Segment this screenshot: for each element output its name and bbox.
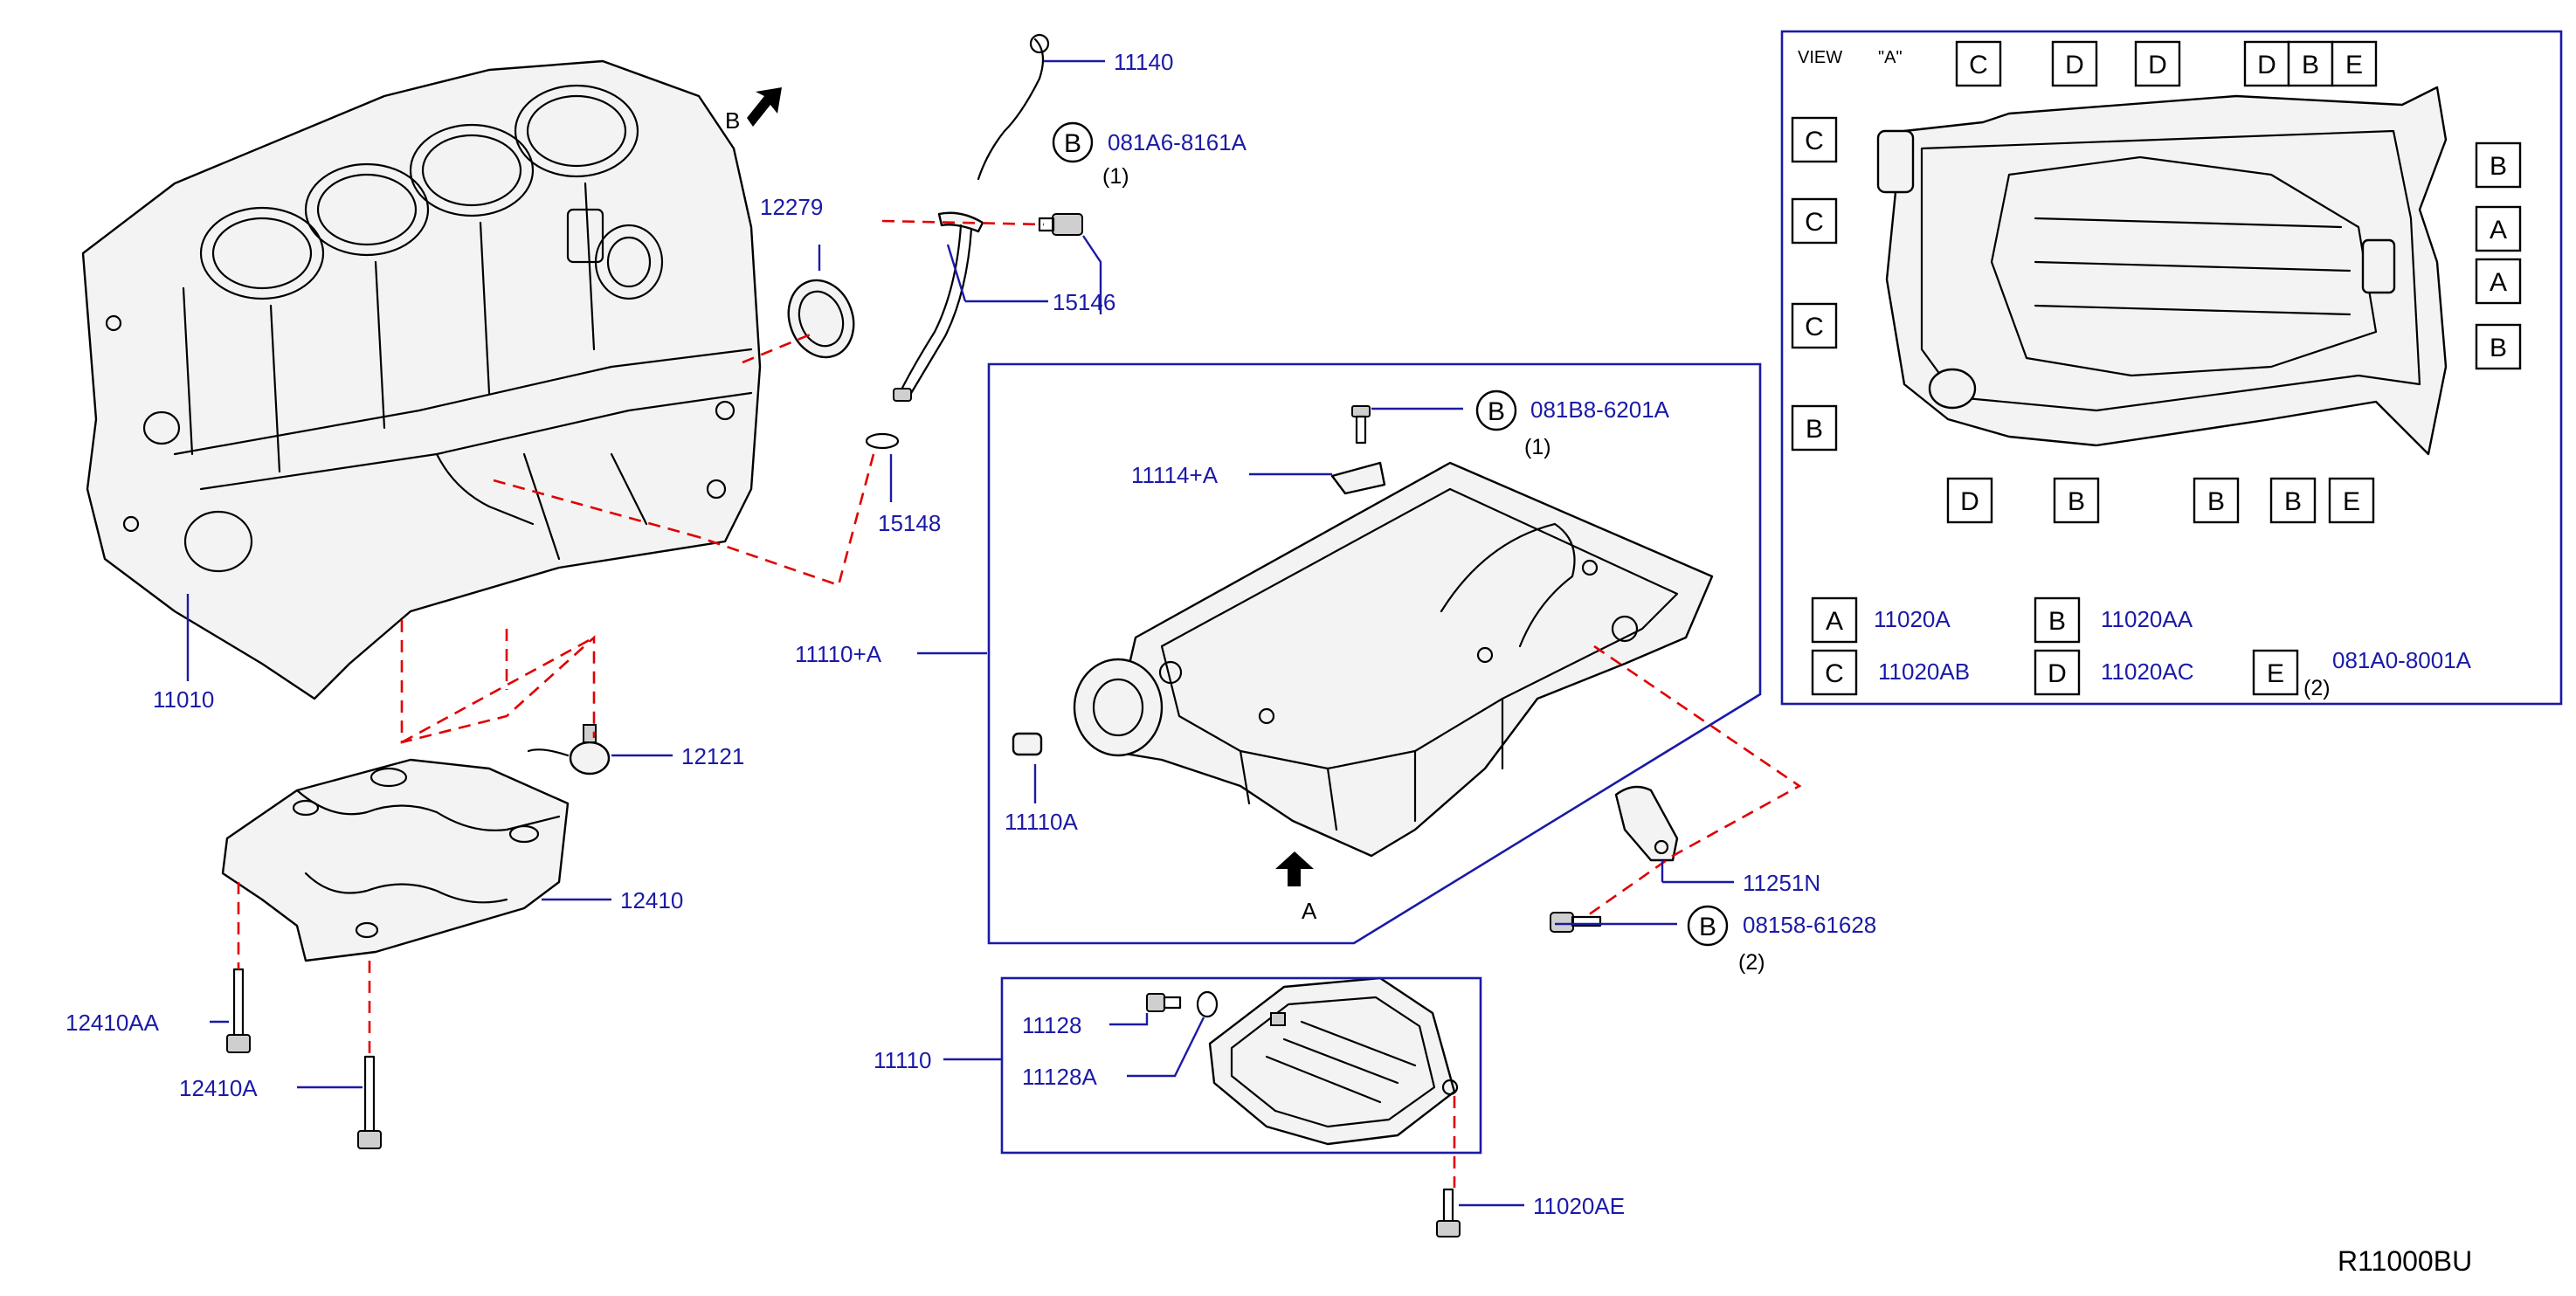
legend-key-c: C: [1825, 659, 1844, 688]
bolt-11020ae-drawing: [1436, 1188, 1461, 1237]
label-11140[interactable]: 11140: [1114, 49, 1173, 75]
leader-lines: [186, 59, 1734, 1207]
drain-plug-drawing: [1146, 990, 1219, 1018]
view-marker-b: B: [725, 107, 740, 134]
left-box-1: C: [1805, 127, 1824, 155]
oil-seal-drawing: [787, 279, 855, 359]
baffle-bracket-drawing: [1330, 461, 1386, 495]
legend-part-a[interactable]: 11020A: [1874, 606, 1951, 632]
bolt-drawing-1: [1038, 213, 1083, 236]
label-11128[interactable]: 11128: [1022, 1012, 1081, 1038]
right-box-1: B: [2490, 152, 2507, 181]
legend-qty-e: (2): [2303, 676, 2331, 700]
bottom-box-1: D: [1960, 487, 1979, 516]
pressure-switch-drawing: [527, 724, 611, 776]
bolt-callout-3[interactable]: B 08158-61628 (2): [1687, 905, 1876, 975]
bottom-box-4: B: [2284, 487, 2302, 516]
right-box-3: A: [2490, 268, 2507, 297]
right-box-2: A: [2490, 216, 2507, 245]
view-panel-name: "A": [1878, 48, 1903, 67]
left-box-3: C: [1805, 313, 1824, 341]
label-12279[interactable]: 12279: [760, 194, 823, 220]
view-b-arrow: [747, 87, 782, 127]
view-a-frame: [1780, 30, 2563, 706]
bolt-drawing-2: [1351, 405, 1371, 445]
bolt-callout-2-ref: B: [1488, 397, 1505, 426]
bolt-callout-3-ref: B: [1699, 913, 1716, 941]
label-12410a[interactable]: 12410A: [179, 1075, 258, 1101]
top-box-1: C: [1969, 51, 1988, 79]
bolt-callout-2-number: 081B8-6201A: [1530, 396, 1670, 423]
legend-key-b: B: [2048, 607, 2066, 636]
bottom-box-3: B: [2207, 487, 2225, 516]
view-right-col: B A A B: [2475, 141, 2522, 370]
bolt-callout-1[interactable]: B 081A6-8161A (1): [1052, 121, 1247, 189]
bolt-callout-1-qty: (1): [1102, 164, 1129, 189]
bracket-11251n-drawing: [1614, 785, 1679, 862]
legend-part-c[interactable]: 11020AB: [1878, 658, 1970, 685]
bolt-callout-1-ref: B: [1064, 129, 1081, 158]
label-11010[interactable]: 11010: [153, 686, 214, 713]
bottom-box-5: E: [2343, 487, 2360, 516]
label-11110[interactable]: 11110: [874, 1047, 932, 1073]
view-left-col: C C C B: [1791, 116, 1838, 452]
legend-part-b[interactable]: 11020AA: [2101, 606, 2193, 632]
top-box-6: E: [2345, 51, 2363, 79]
label-12410aa[interactable]: 12410AA: [66, 1010, 160, 1036]
label-11110-plus-a[interactable]: 11110+A: [795, 641, 882, 667]
label-12121[interactable]: 12121: [681, 743, 744, 769]
upper-oil-pan-drawing: [1073, 461, 1714, 858]
left-box-4: B: [1806, 415, 1823, 444]
bolt-callout-3-number: 08158-61628: [1743, 912, 1876, 938]
left-box-2: C: [1805, 208, 1824, 237]
bottom-box-2: B: [2068, 487, 2085, 516]
pump-bolts-drawing: [226, 968, 382, 1149]
oil-pump-drawing: [221, 758, 570, 962]
top-box-5: B: [2302, 51, 2319, 79]
cylinder-block-drawing: [81, 59, 762, 700]
lower-pan-frame: [1000, 976, 1482, 1155]
top-box-4: D: [2257, 51, 2276, 79]
legend-key-e: E: [2267, 659, 2284, 688]
label-12410[interactable]: 12410: [620, 887, 683, 913]
view-marker-a: A: [1302, 898, 1317, 924]
dipstick-drawing: [865, 33, 1050, 450]
bolt-callout-1-number: 081A6-8161A: [1108, 129, 1247, 155]
bolt-drawing-3: [1550, 912, 1602, 933]
legend-key-d: D: [2048, 659, 2067, 688]
top-box-2: D: [2065, 51, 2084, 79]
label-11251n[interactable]: 11251N: [1743, 870, 1820, 896]
label-11114-plus-a[interactable]: 11114+A: [1131, 462, 1219, 488]
dashed-connectors: [237, 219, 1802, 1188]
view-bottom-row: D B B B E: [1946, 477, 2375, 524]
view-legend: A 11020A B 11020AA C 11020AB D 11020AC E…: [1811, 596, 2472, 700]
bolt-callout-2[interactable]: B 081B8-6201A (1): [1475, 389, 1670, 459]
diagram-code: R11000BU: [2338, 1245, 2472, 1277]
label-11020ae[interactable]: 11020AE: [1533, 1193, 1625, 1219]
label-11110a[interactable]: 11110A: [1005, 809, 1079, 835]
view-panel-title: VIEW: [1798, 48, 1842, 67]
view-a-arrow: [1275, 851, 1314, 886]
label-11128a[interactable]: 11128A: [1022, 1064, 1097, 1090]
upper-pan-frame: [987, 362, 1762, 945]
legend-part-e[interactable]: 081A0-8001A: [2332, 647, 2472, 673]
top-box-3: D: [2148, 51, 2167, 79]
lower-oil-pan-drawing: [1208, 976, 1459, 1146]
label-15148[interactable]: 15148: [878, 510, 941, 536]
view-top-row: C D D D B E: [1955, 40, 2378, 87]
legend-key-a: A: [1826, 607, 1843, 636]
dowel-drawing: [1012, 732, 1043, 756]
bolt-callout-2-qty: (1): [1524, 435, 1551, 459]
legend-part-d[interactable]: 11020AC: [2101, 658, 2194, 685]
bolt-callout-3-qty: (2): [1738, 950, 1765, 975]
view-a-pan-drawing: [1876, 86, 2448, 456]
label-15146[interactable]: 15146: [1053, 289, 1115, 315]
right-box-4: B: [2490, 334, 2507, 362]
